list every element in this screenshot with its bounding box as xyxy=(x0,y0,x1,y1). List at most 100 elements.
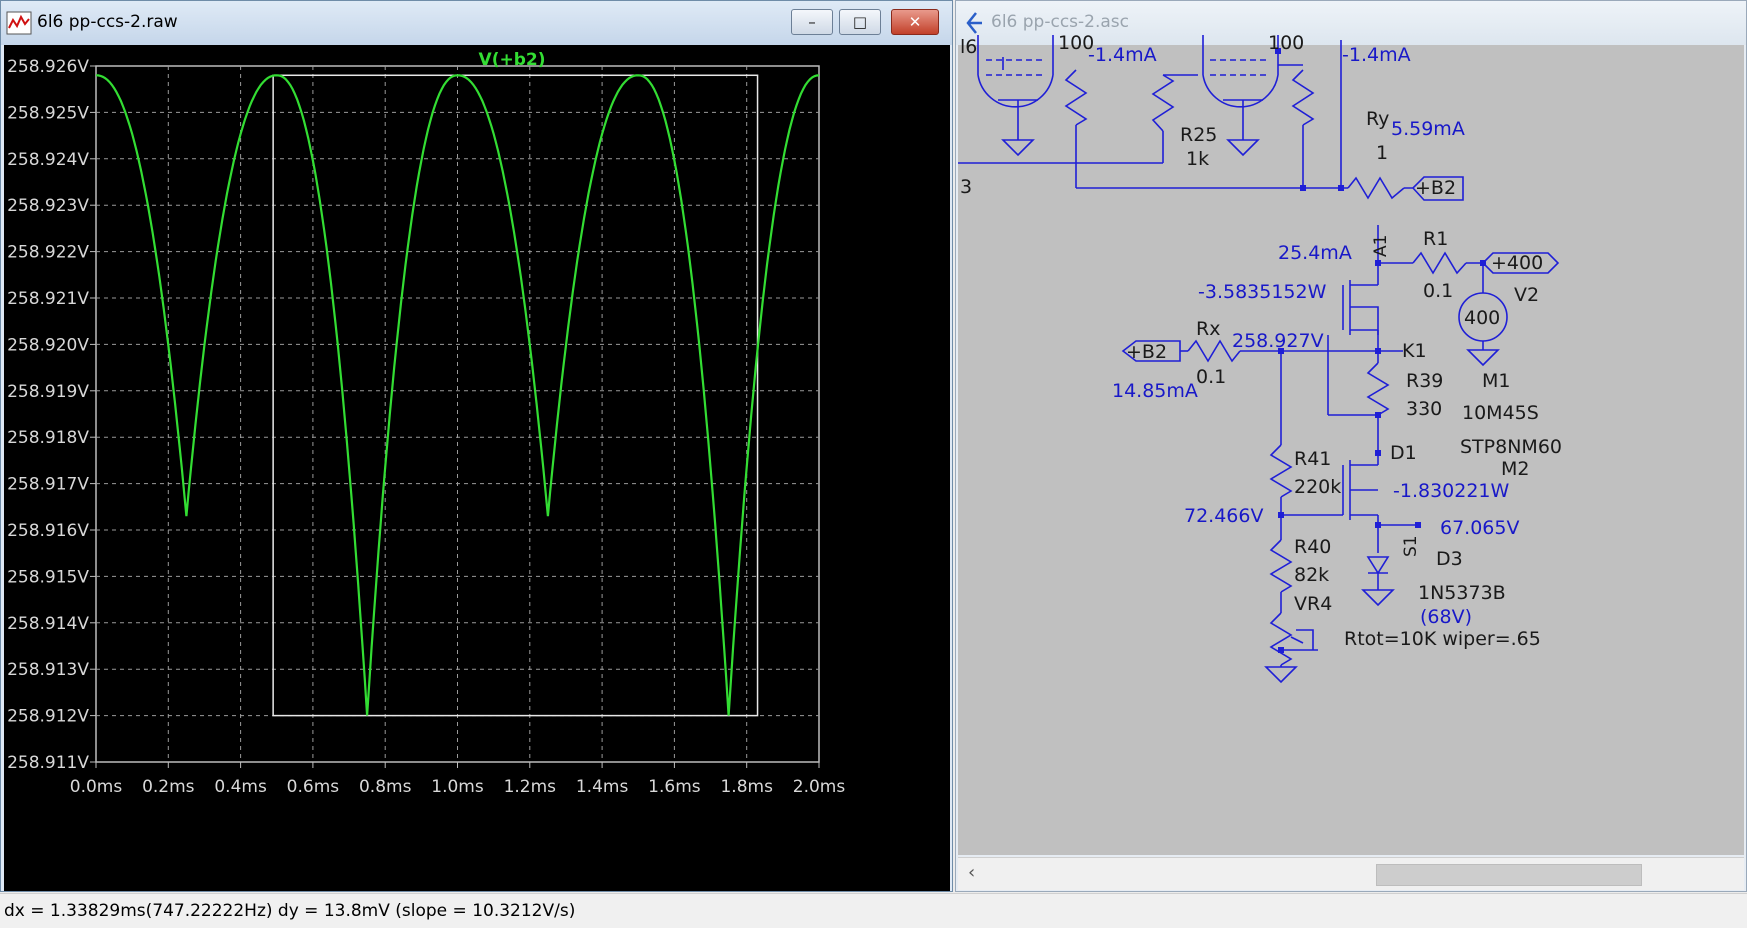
x-tick-label: 0.4ms xyxy=(214,777,267,797)
y-tick-label: 258.911V xyxy=(7,753,89,773)
resistor-r39 xyxy=(1366,362,1390,416)
x-tick-label: 1.4ms xyxy=(576,777,629,797)
scroll-left-arrow-icon[interactable]: ‹ xyxy=(968,862,976,883)
x-tick-label: 1.8ms xyxy=(720,777,773,797)
ground-symbol-1 xyxy=(1001,139,1035,157)
waveform-window-title: 6l6 pp-ccs-2.raw xyxy=(37,12,178,32)
label-port-400: +400 xyxy=(1491,252,1543,274)
x-tick-label: 0.2ms xyxy=(142,777,195,797)
label-ry: Ry xyxy=(1366,108,1389,130)
label-partial-l6: l6 xyxy=(960,36,977,58)
port-b2-top xyxy=(1404,176,1464,201)
annotation-source-voltage: 67.065V xyxy=(1440,517,1519,539)
label-s1: S1 xyxy=(1401,535,1421,557)
waveform-app-icon xyxy=(6,11,32,35)
label-v2-value: 400 xyxy=(1464,307,1500,329)
waveform-titlebar[interactable]: 6l6 pp-ccs-2.raw – □ ✕ xyxy=(1,1,952,45)
annotation-ry-current: 5.59mA xyxy=(1391,118,1465,140)
label-r39: R39 xyxy=(1406,370,1443,392)
x-tick-label: 2.0ms xyxy=(793,777,846,797)
label-m1: M1 xyxy=(1482,370,1510,392)
tube-right-body xyxy=(1202,35,1279,108)
label-r1: R1 xyxy=(1423,228,1448,250)
y-tick-label: 258.922V xyxy=(7,243,89,263)
resistor-ry xyxy=(1347,176,1405,200)
y-tick-label: 258.919V xyxy=(7,382,89,402)
resistor-r1 xyxy=(1412,251,1467,275)
y-tick-label: 258.914V xyxy=(7,614,89,634)
x-tick-label: 0.8ms xyxy=(359,777,412,797)
label-r40-value: 82k xyxy=(1294,564,1329,586)
maximize-button[interactable]: □ xyxy=(839,9,881,35)
minimize-button[interactable]: – xyxy=(791,9,833,35)
y-tick-label: 258.921V xyxy=(7,289,89,309)
annotation-current-right: -1.4mA xyxy=(1342,44,1411,66)
y-tick-label: 258.917V xyxy=(7,475,89,495)
label-net-3: 3 xyxy=(960,176,972,198)
x-tick-label: 0.6ms xyxy=(287,777,340,797)
status-bar: dx = 1.33829ms(747.22222Hz) dy = 13.8mV … xyxy=(0,893,1747,928)
minimize-icon: – xyxy=(808,13,816,31)
y-tick-label: 258.913V xyxy=(7,660,89,680)
y-tick-label: 258.912V xyxy=(7,707,89,727)
label-r41-value: 220k xyxy=(1294,476,1341,498)
schematic-drawing[interactable]: l6 100 100 3 R25 1k Ry 1 +B2 A1 R1 0.1 +… xyxy=(958,32,1744,855)
close-icon: ✕ xyxy=(908,13,922,31)
schematic-titlebar[interactable]: 6l6 pp-ccs-2.asc xyxy=(956,1,1746,45)
label-port-b2-left: +B2 xyxy=(1126,341,1167,363)
x-tick-label: 1.6ms xyxy=(648,777,701,797)
tube-left-cathode xyxy=(998,99,1038,140)
schematic-window-title: 6l6 pp-ccs-2.asc xyxy=(991,12,1130,32)
resistor-rx xyxy=(1187,339,1241,363)
y-axis-labels: 258.926V258.925V258.924V258.923V258.922V… xyxy=(7,57,89,773)
label-vr4-note: Rtot=10K wiper=.65 xyxy=(1344,628,1541,650)
y-tick-label: 258.916V xyxy=(7,521,89,541)
y-tick-label: 258.924V xyxy=(7,150,89,170)
label-r25: R25 xyxy=(1180,124,1217,146)
label-m2: M2 xyxy=(1501,458,1529,480)
y-tick-label: 258.918V xyxy=(7,428,89,448)
x-tick-label: 1.0ms xyxy=(431,777,484,797)
label-a1: A1 xyxy=(1371,235,1391,257)
label-r25-value: 1k xyxy=(1186,148,1209,170)
resistor-r25 xyxy=(1151,74,1175,132)
scrollbar-thumb[interactable] xyxy=(1376,864,1642,886)
waveform-chart[interactable]: 258.926V258.925V258.924V258.923V258.922V… xyxy=(4,45,950,891)
horizontal-scrollbar[interactable]: ‹ xyxy=(958,857,1744,890)
label-ra-right: 100 xyxy=(1268,32,1304,54)
cursor-box[interactable] xyxy=(272,74,759,717)
label-ry-value: 1 xyxy=(1376,142,1388,164)
label-vr4: VR4 xyxy=(1294,593,1332,615)
resistor-r40 xyxy=(1269,539,1293,593)
ground-symbol-3 xyxy=(1466,349,1500,367)
schematic-canvas[interactable]: l6 100 100 3 R25 1k Ry 1 +B2 A1 R1 0.1 +… xyxy=(958,32,1744,855)
ground-symbol-5 xyxy=(1264,666,1298,684)
y-tick-label: 258.920V xyxy=(7,335,89,355)
plot-grid xyxy=(90,65,820,768)
zener-d3 xyxy=(1366,556,1390,575)
annotation-rx-current: 14.85mA xyxy=(1112,380,1198,402)
close-button[interactable]: ✕ xyxy=(891,9,939,35)
annotation-m1-current: 25.4mA xyxy=(1278,242,1352,264)
label-r1-value: 0.1 xyxy=(1423,280,1453,302)
label-m2-part: STP8NM60 xyxy=(1460,436,1562,458)
label-r39-value: 330 xyxy=(1406,398,1442,420)
annotation-current-left: -1.4mA xyxy=(1088,44,1157,66)
series-line-v-b2[interactable] xyxy=(95,74,820,716)
tube-left-body xyxy=(977,35,1054,108)
resistor-left xyxy=(1064,69,1088,126)
label-k1: K1 xyxy=(1402,340,1427,362)
potentiometer-vr4 xyxy=(1269,612,1293,666)
x-tick-label: 1.2ms xyxy=(504,777,557,797)
label-d3-part: 1N5373B xyxy=(1418,582,1506,604)
trace-label[interactable]: V(+b2) xyxy=(479,50,546,70)
annotation-node-b2-voltage: 258.927V xyxy=(1232,330,1324,352)
label-d1: D1 xyxy=(1390,442,1417,464)
y-tick-label: 258.925V xyxy=(7,103,89,123)
resistor-right xyxy=(1291,69,1315,126)
maximize-icon: □ xyxy=(852,13,868,31)
label-rx-value: 0.1 xyxy=(1196,366,1226,388)
label-v2: V2 xyxy=(1514,284,1539,306)
